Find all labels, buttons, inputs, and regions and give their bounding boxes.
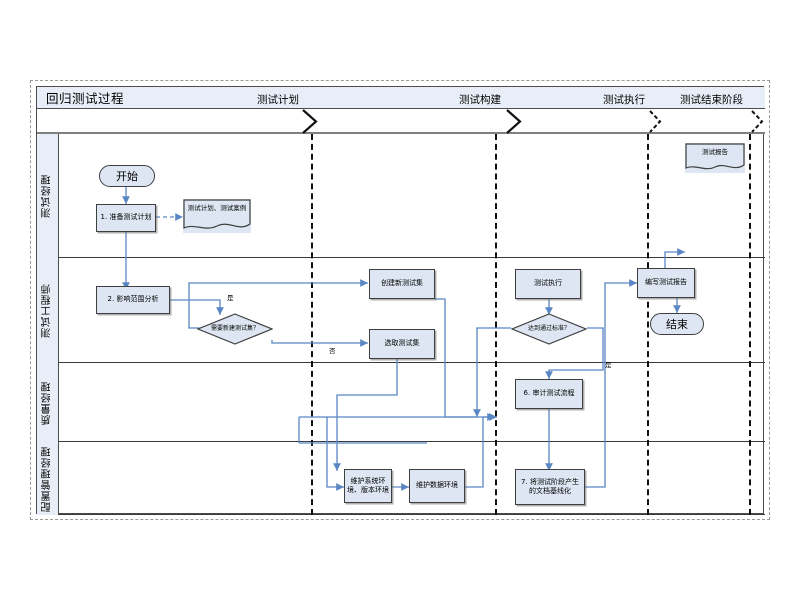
swimlane-pool: 回归测试过程 测试计划 测试构建 测试执行 测试结束阶段 测试经理 bbox=[36, 86, 767, 515]
edge-label-no-new-set: 否 bbox=[329, 347, 336, 355]
edge-label-yes-pass: 是 bbox=[605, 361, 612, 369]
phase-header-band bbox=[37, 109, 765, 134]
node-need-new-test-set-label: 需要新建测试集？ bbox=[210, 325, 259, 333]
node-end[interactable]: 结束 bbox=[650, 313, 704, 335]
node-pass-criteria-label: 达到通过标准？ bbox=[527, 325, 570, 333]
lane-label-text-3: 质量经理 bbox=[42, 380, 53, 425]
lane-label-config-manager: 配置管理经理 bbox=[37, 442, 59, 515]
node-prepare-test-plan[interactable]: 1. 准备测试计划 bbox=[96, 204, 156, 232]
node-test-report-document[interactable]: 测试报告 bbox=[685, 143, 745, 173]
phase-label-2: 测试构建 bbox=[459, 94, 501, 106]
node-maintain-system-env[interactable]: 维护系统环境、版本环境 bbox=[344, 469, 392, 503]
node-maintain-data-env[interactable]: 维护数据环境 bbox=[409, 469, 465, 503]
phase-chevron-1 bbox=[301, 109, 319, 134]
lane-row-4 bbox=[37, 442, 765, 515]
phase-chevron-4 bbox=[749, 109, 767, 134]
node-start[interactable]: 开始 bbox=[99, 165, 155, 187]
phase-chevron-2 bbox=[505, 109, 523, 134]
lane-label-text-4: 配置管理经理 bbox=[42, 445, 53, 512]
node-select-test-set[interactable]: 选取测试集 bbox=[369, 329, 435, 359]
pool-title: 回归测试过程 bbox=[37, 87, 765, 109]
node-write-test-report[interactable]: 编写测试报告 bbox=[637, 268, 695, 298]
node-impact-analysis[interactable]: 2. 影响范围分析 bbox=[96, 286, 170, 314]
phase-divider-2 bbox=[495, 134, 497, 515]
lane-label-text-2: 测试工程师 bbox=[42, 283, 53, 338]
lane-row-2 bbox=[37, 258, 765, 363]
phase-divider-1 bbox=[311, 134, 313, 515]
phase-chevron-3 bbox=[647, 109, 665, 134]
edge-label-yes-new-set: 是 bbox=[227, 294, 234, 302]
lane-row-1 bbox=[37, 134, 765, 258]
node-create-new-test-set[interactable]: 创建新测试集 bbox=[369, 269, 435, 299]
phase-divider-3 bbox=[647, 134, 649, 515]
node-pass-criteria-decision[interactable]: 达到通过标准？ bbox=[511, 313, 587, 345]
phase-label-3: 测试执行 bbox=[603, 94, 645, 106]
phase-divider-4 bbox=[749, 134, 751, 515]
node-need-new-test-set-decision[interactable]: 需要新建测试集？ bbox=[197, 313, 273, 345]
lane-label-text-1: 测试经理 bbox=[42, 174, 53, 218]
phase-label-4: 测试结束阶段 bbox=[680, 94, 743, 106]
node-baseline-documents[interactable]: 7. 将测试阶段产生的文档基线化 bbox=[515, 469, 585, 505]
node-test-report-document-label: 测试报告 bbox=[702, 148, 728, 156]
lane-label-quality-manager: 质量经理 bbox=[37, 363, 59, 442]
node-test-plan-document-label: 测试计划、测试案例 bbox=[187, 204, 247, 212]
lane-row-3 bbox=[37, 363, 765, 442]
node-audit-test-process[interactable]: 6. 审计测试流程 bbox=[515, 379, 583, 409]
phase-label-1: 测试计划 bbox=[257, 94, 299, 106]
lane-label-test-manager: 测试经理 bbox=[37, 134, 59, 258]
node-test-plan-document[interactable]: 测试计划、测试案例 bbox=[183, 199, 251, 233]
lane-label-test-engineer: 测试工程师 bbox=[37, 258, 59, 363]
node-test-execution[interactable]: 测试执行 bbox=[515, 269, 581, 299]
selection-frame bbox=[30, 80, 770, 520]
